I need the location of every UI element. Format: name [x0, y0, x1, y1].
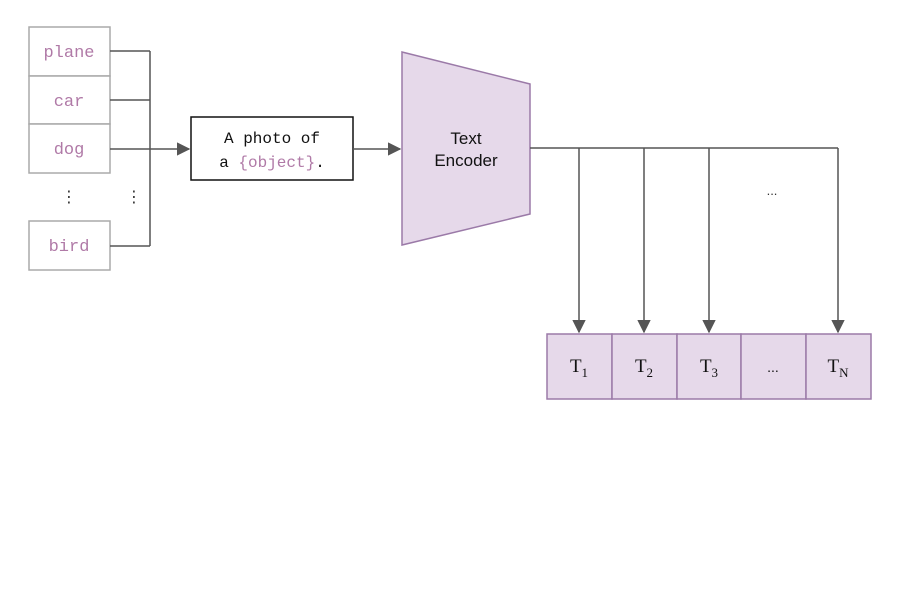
class-box-dog	[28, 123, 111, 174]
class-label-car: car	[54, 93, 85, 112]
class-label-ellipsis: ⋮	[61, 189, 77, 206]
prompt-line2-prefix: a	[219, 154, 238, 172]
text-encoder: Text Encoder	[401, 51, 531, 246]
class-label-dog: dog	[54, 141, 85, 160]
token-label-2: T2	[635, 356, 653, 380]
token-cell-2	[611, 333, 678, 400]
token-row: T1 T2 T3 ... TN	[546, 333, 872, 400]
class-box-plane	[28, 26, 111, 77]
token-cell-5	[805, 333, 872, 400]
prompt-template: A photo of a {object}.	[190, 116, 354, 181]
encoder-label-line1: Text	[450, 129, 481, 148]
encoder-label-line2: Encoder	[434, 151, 498, 170]
prompt-placeholder: {object}	[238, 154, 315, 172]
connector-ellipsis: ⋮	[126, 189, 142, 206]
branch-ellipsis: ...	[767, 183, 778, 198]
class-box-car	[28, 75, 111, 125]
prompt-line1: A photo of	[224, 130, 320, 148]
token-cell-4	[740, 333, 807, 400]
prompt-line2-suffix: .	[315, 154, 325, 172]
prompt-box	[190, 116, 354, 181]
encoder-branches	[530, 147, 845, 334]
class-label-plane: plane	[43, 44, 94, 63]
encoder-shape	[401, 51, 531, 246]
token-label-3: T3	[700, 356, 718, 380]
class-list: plane car dog ⋮ bird	[28, 26, 111, 271]
class-label-bird: bird	[49, 238, 90, 257]
token-label-4: ...	[767, 359, 779, 375]
token-cell-1	[546, 333, 613, 400]
token-label-1: T1	[570, 356, 588, 380]
prompt-line2: a {object}.	[219, 154, 325, 172]
token-label-5: TN	[828, 356, 850, 380]
